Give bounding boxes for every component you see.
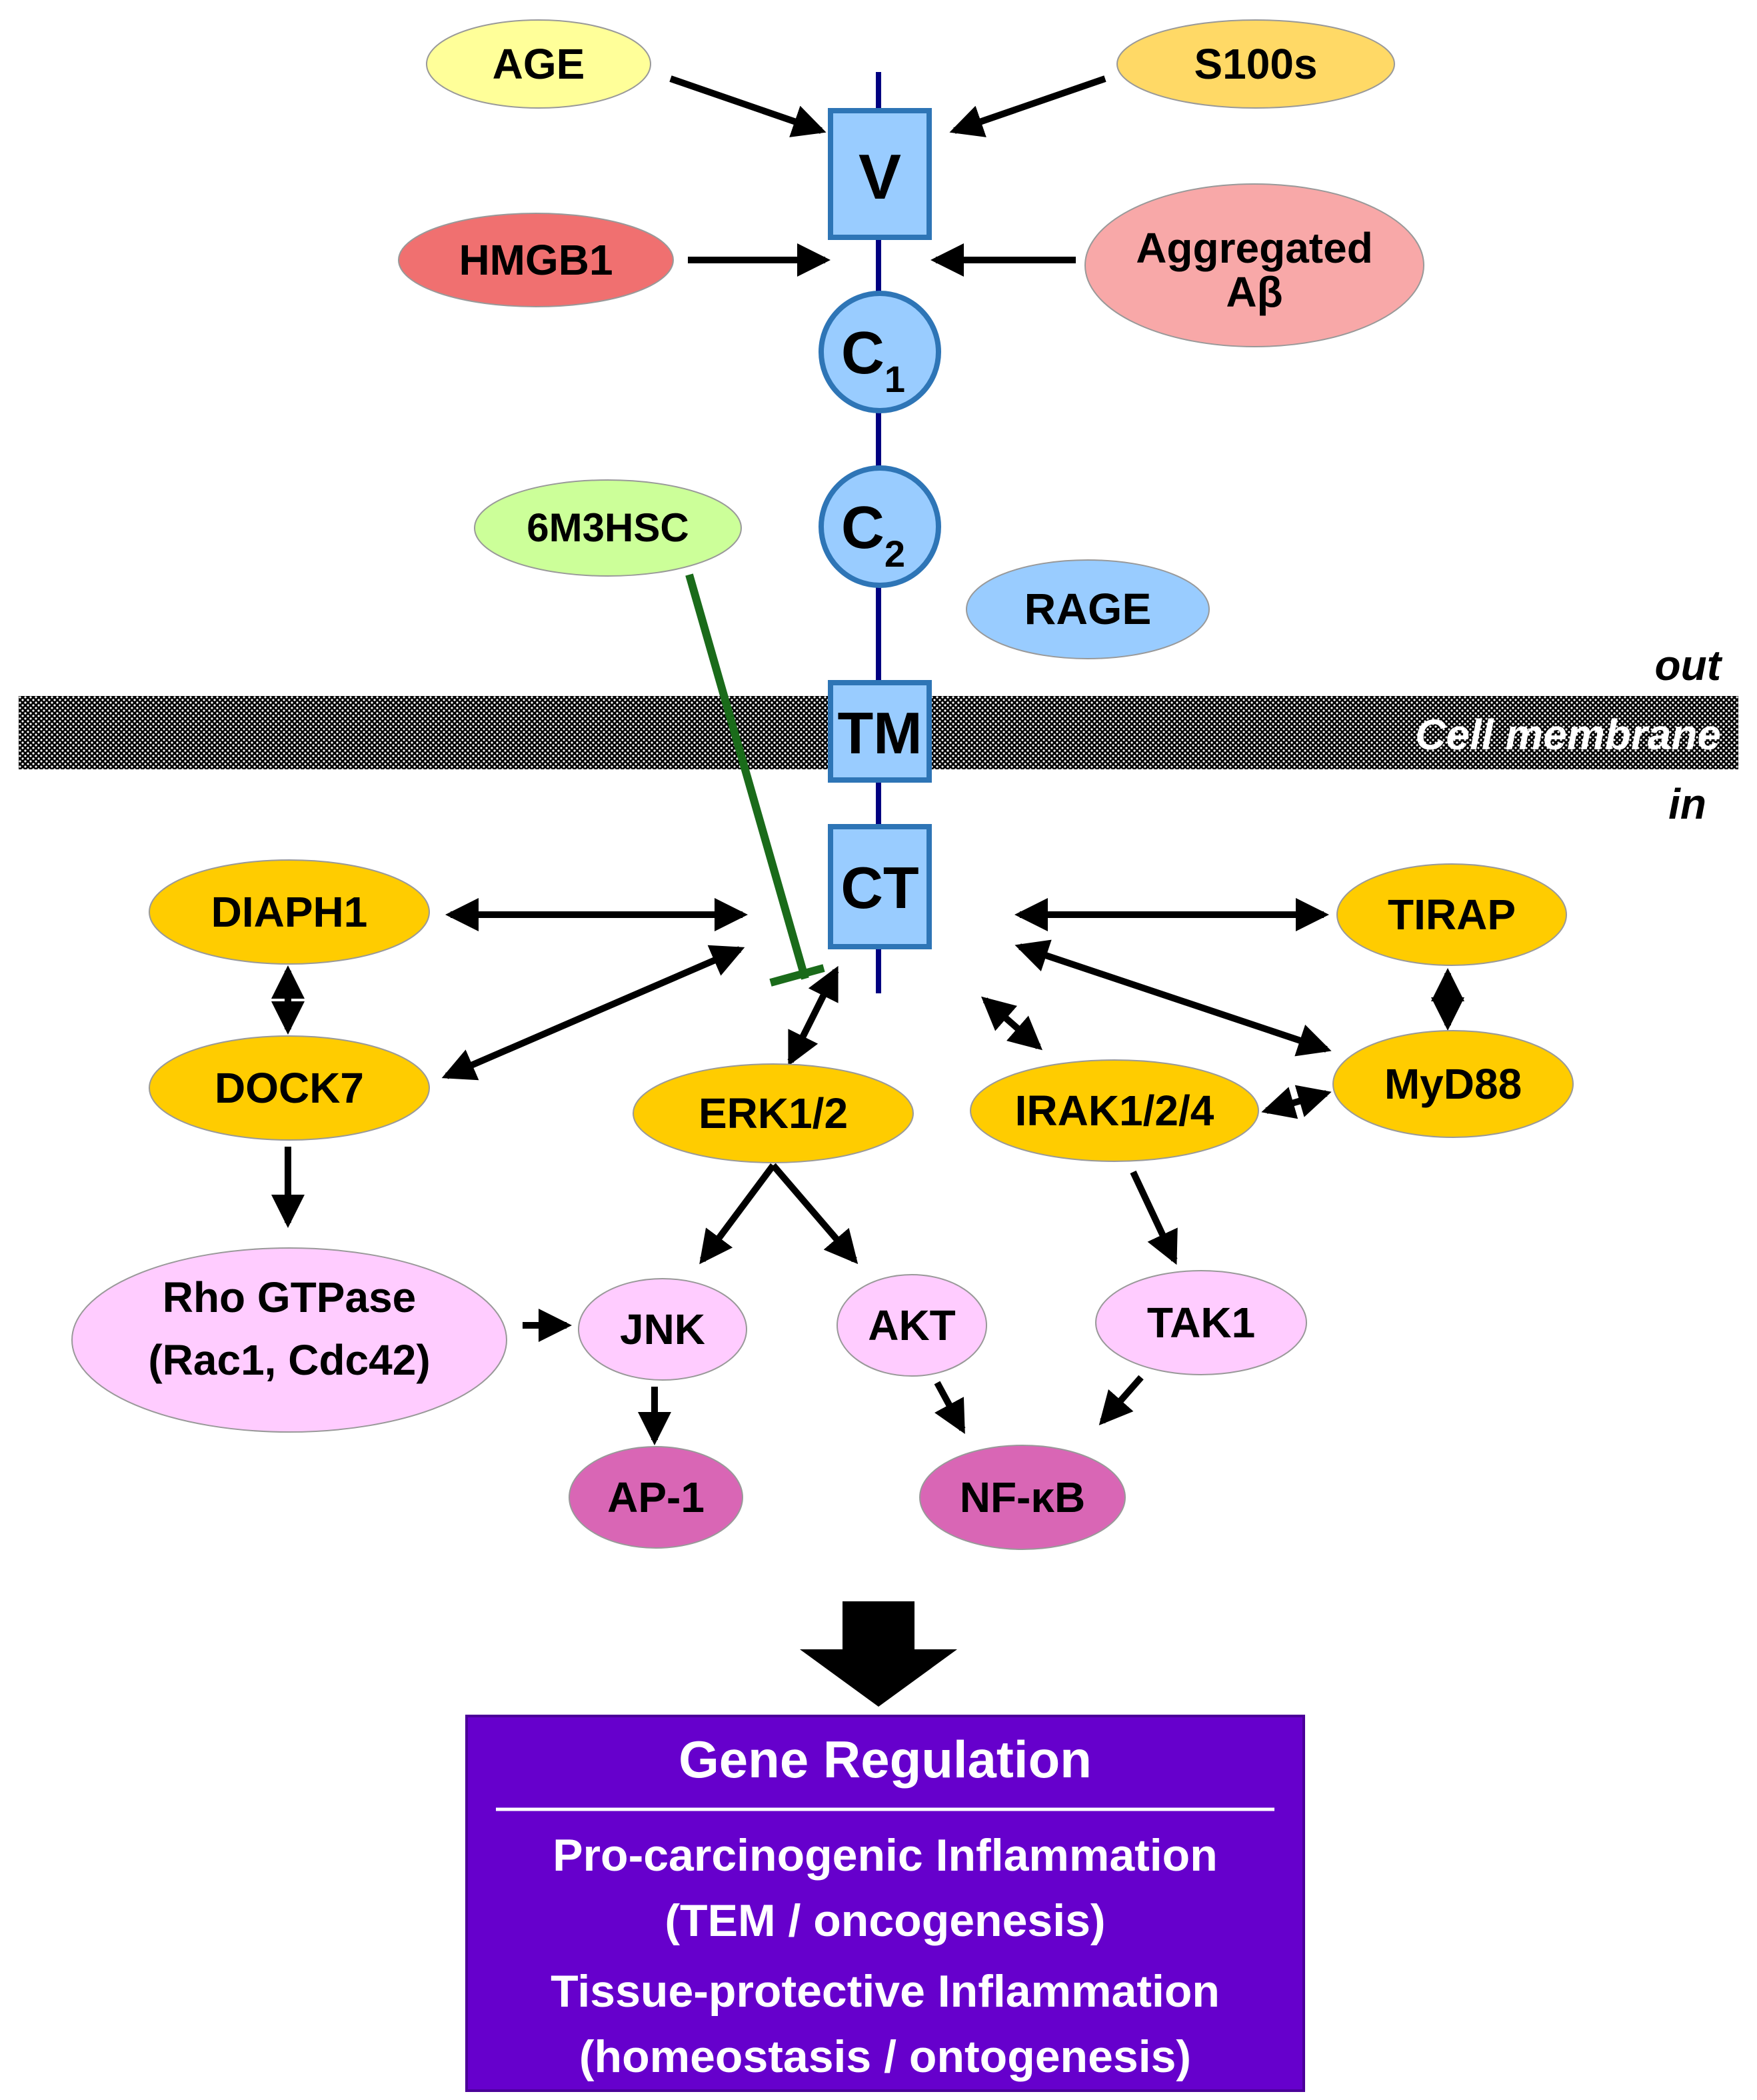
domain-tm <box>828 680 932 783</box>
gene-box-title: Gene Regulation <box>679 1730 1092 1789</box>
node-myd88-label: MyD88 <box>1384 1060 1522 1108</box>
node-akt <box>837 1274 987 1377</box>
node-abeta-line2: Aβ <box>1226 268 1282 316</box>
arrow-erk-jnk <box>699 1163 777 1265</box>
domain-c2-label: C2 <box>841 495 905 575</box>
node-age-label: AGE <box>493 40 585 88</box>
node-6m3hsc <box>474 479 742 577</box>
membrane-out-label: out <box>1655 641 1723 689</box>
arrow-irak-ct <box>980 996 1043 1051</box>
node-erk-label: ERK1/2 <box>699 1089 848 1137</box>
node-diaph1 <box>149 859 430 965</box>
arrow-erk-akt <box>771 1163 859 1265</box>
node-tirap <box>1336 863 1567 966</box>
node-nfkb <box>919 1445 1126 1550</box>
node-aggregated-abeta <box>1084 183 1424 347</box>
arrow-s100s-v <box>949 75 1106 137</box>
arrow-irak-tak1 <box>1130 1170 1178 1265</box>
arrow-tak1-nfkb <box>1098 1375 1144 1426</box>
gene-box-line2: (TEM / oncogenesis) <box>665 1895 1105 1946</box>
domain-tm-label: TM <box>837 700 922 766</box>
domain-c1 <box>819 291 941 413</box>
node-rage-label: RAGE <box>1024 584 1152 633</box>
node-hmgb1-label: HMGB1 <box>459 236 613 284</box>
gene-box-line3: Tissue-protective Inflammation <box>551 1966 1220 2017</box>
inhibition-line <box>685 573 809 980</box>
membrane-label: Cell membrane <box>1415 711 1721 759</box>
domain-ct <box>828 824 932 949</box>
node-erk <box>633 1063 914 1163</box>
gene-box-line4: (homeostasis / ontogenesis) <box>579 2031 1191 2082</box>
domain-v <box>828 108 932 240</box>
domain-ct-label: CT <box>841 855 918 921</box>
node-abeta-line1: Aggregated <box>1136 224 1373 272</box>
arrow-ct-myd88 <box>1014 939 1332 1057</box>
node-rho-line1: Rho GTPase <box>163 1273 417 1321</box>
node-tak1-label: TAK1 <box>1147 1299 1255 1347</box>
membrane-in-label: in <box>1668 780 1706 828</box>
arrow-age-v <box>669 75 827 137</box>
node-hmgb1 <box>398 213 674 307</box>
node-rho-gtpase <box>71 1247 507 1433</box>
gene-regulation-box <box>465 1715 1305 2092</box>
node-jnk-label: JNK <box>620 1305 705 1353</box>
node-tirap-label: TIRAP <box>1388 891 1516 939</box>
node-irak-label: IRAK1/2/4 <box>1015 1087 1214 1135</box>
node-ap1 <box>569 1446 743 1549</box>
inhibition-bar <box>769 964 825 987</box>
arrow-akt-nfkb <box>934 1381 966 1435</box>
signaling-arrows <box>271 898 1464 1446</box>
node-jnk <box>578 1278 747 1381</box>
domain-c2 <box>819 465 941 588</box>
node-6m3hsc-label: 6M3HSC <box>527 505 689 550</box>
node-dock7 <box>149 1035 430 1141</box>
node-rage <box>966 559 1210 659</box>
node-age <box>426 19 651 109</box>
node-irak <box>970 1059 1259 1162</box>
domain-v-label: V <box>859 141 901 213</box>
node-diaph1-label: DIAPH1 <box>211 888 368 936</box>
node-tak1 <box>1095 1270 1307 1375</box>
arrow-dock7-ct <box>441 945 745 1081</box>
node-ap1-label: AP-1 <box>607 1473 705 1521</box>
ligand-arrows <box>669 75 1106 277</box>
big-down-arrow <box>800 1601 957 1707</box>
node-myd88 <box>1332 1030 1574 1138</box>
node-rho-line2: (Rac1, Cdc42) <box>148 1336 430 1384</box>
arrow-erk-ct <box>787 965 839 1067</box>
node-s100s <box>1116 19 1395 109</box>
gene-box-line1: Pro-carcinogenic Inflammation <box>553 1830 1218 1881</box>
node-akt-label: AKT <box>868 1301 956 1349</box>
arrow-irak-myd88 <box>1261 1085 1332 1119</box>
node-nfkb-label: NF-κB <box>960 1473 1086 1521</box>
node-dock7-label: DOCK7 <box>215 1064 364 1112</box>
domain-c1-label: C1 <box>841 320 905 400</box>
node-s100s-label: S100s <box>1194 40 1317 88</box>
